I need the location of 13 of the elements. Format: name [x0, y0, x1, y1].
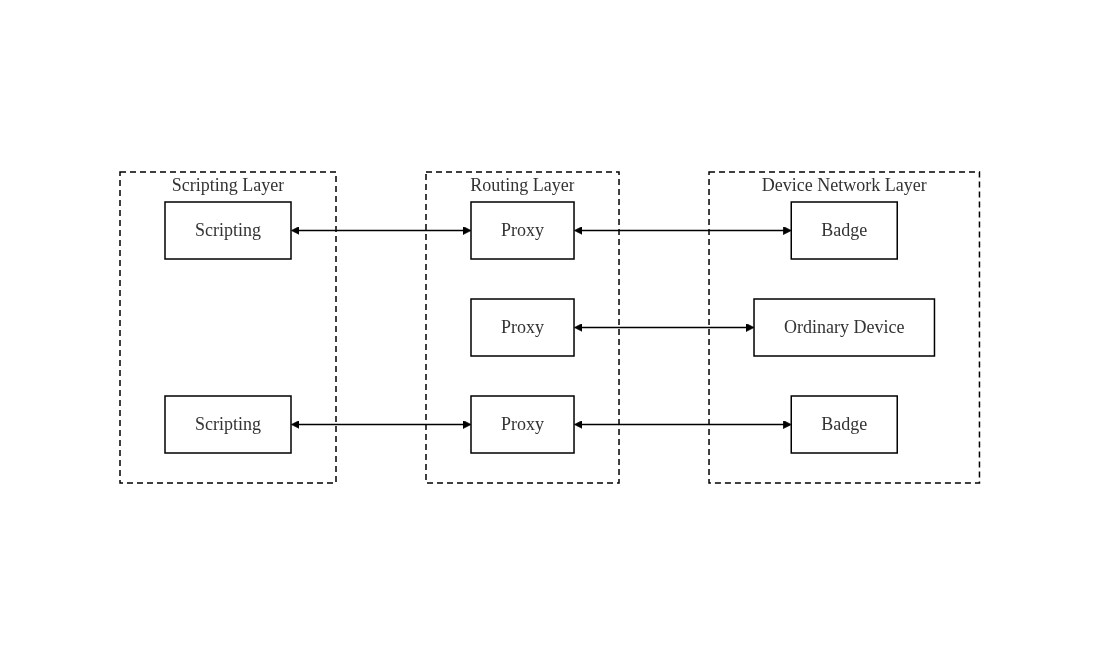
node-box: Proxy — [470, 201, 576, 260]
arrow — [291, 226, 472, 235]
node-box: Scripting — [164, 201, 292, 260]
node-box: Proxy — [470, 395, 576, 454]
node-box: Badge — [790, 201, 899, 260]
node-box: Proxy — [470, 298, 576, 357]
node-box: Ordinary Device — [753, 298, 936, 357]
arrow — [291, 420, 472, 429]
arrow — [574, 323, 755, 332]
arrow — [574, 420, 792, 429]
node-box: Scripting — [164, 395, 292, 454]
node-box: Badge — [790, 395, 899, 454]
arrow — [574, 226, 792, 235]
